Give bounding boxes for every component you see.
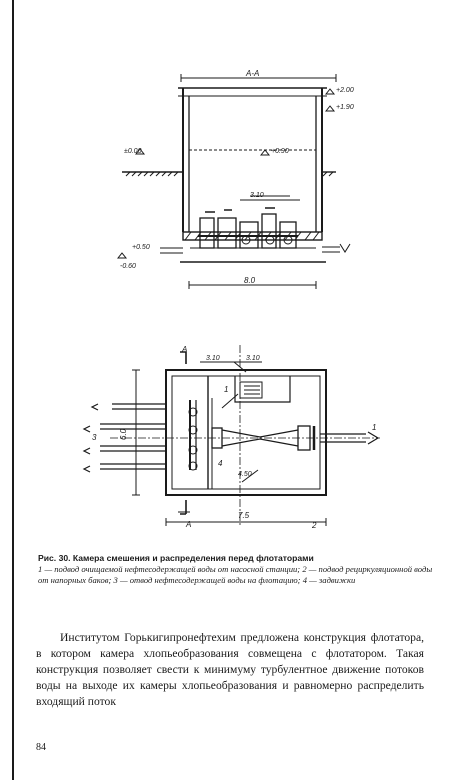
section-label-aa: А-А [245, 69, 259, 78]
callout-1-top: 1 [224, 385, 228, 394]
dim-plan-length: 7.5 [238, 511, 250, 520]
section-view [116, 74, 351, 289]
callout-4: 4 [218, 459, 223, 468]
dim-top-b: 3.10 [246, 355, 260, 362]
cut-label-a1: А [181, 345, 187, 354]
body-paragraph: Институтом Горькигипронефтехим предложен… [36, 631, 424, 708]
elevation-4: ±0.00 [124, 148, 142, 155]
dim-section-width: 8.0 [244, 276, 256, 285]
caption-legend: 1 — подвод очищаемой нефтесодержащей вод… [38, 564, 433, 585]
page-left-rule [12, 0, 14, 780]
dim-plan-width: 6.0 [119, 428, 128, 440]
elevation-5: -0.60 [120, 263, 136, 270]
callout-2: 2 [311, 521, 317, 530]
dim-inner-b: 4.50 [238, 471, 252, 478]
elevation-2: +1.90 [336, 104, 354, 111]
engineering-drawing: А-А +2.00 +1.90 +0.90 ±0.00 -0.60 +0.50 … [82, 69, 380, 530]
elevation-3: +0.90 [271, 148, 289, 155]
cut-label-a2: А [185, 520, 191, 529]
elevation-6: +0.50 [132, 244, 150, 251]
plan-view [82, 345, 380, 526]
elevation-1: +2.00 [336, 87, 354, 94]
figure-caption: Рис. 30. Камера смешения и распределения… [38, 553, 438, 586]
callout-3: 3 [92, 433, 97, 442]
caption-title: Рис. 30. Камера смешения и распределения… [38, 553, 314, 563]
page-number: 84 [36, 742, 46, 753]
callout-1-right: 1 [372, 423, 376, 432]
dim-top-a: 3.10 [206, 355, 220, 362]
dim-inner-a: 3.10 [250, 192, 264, 199]
